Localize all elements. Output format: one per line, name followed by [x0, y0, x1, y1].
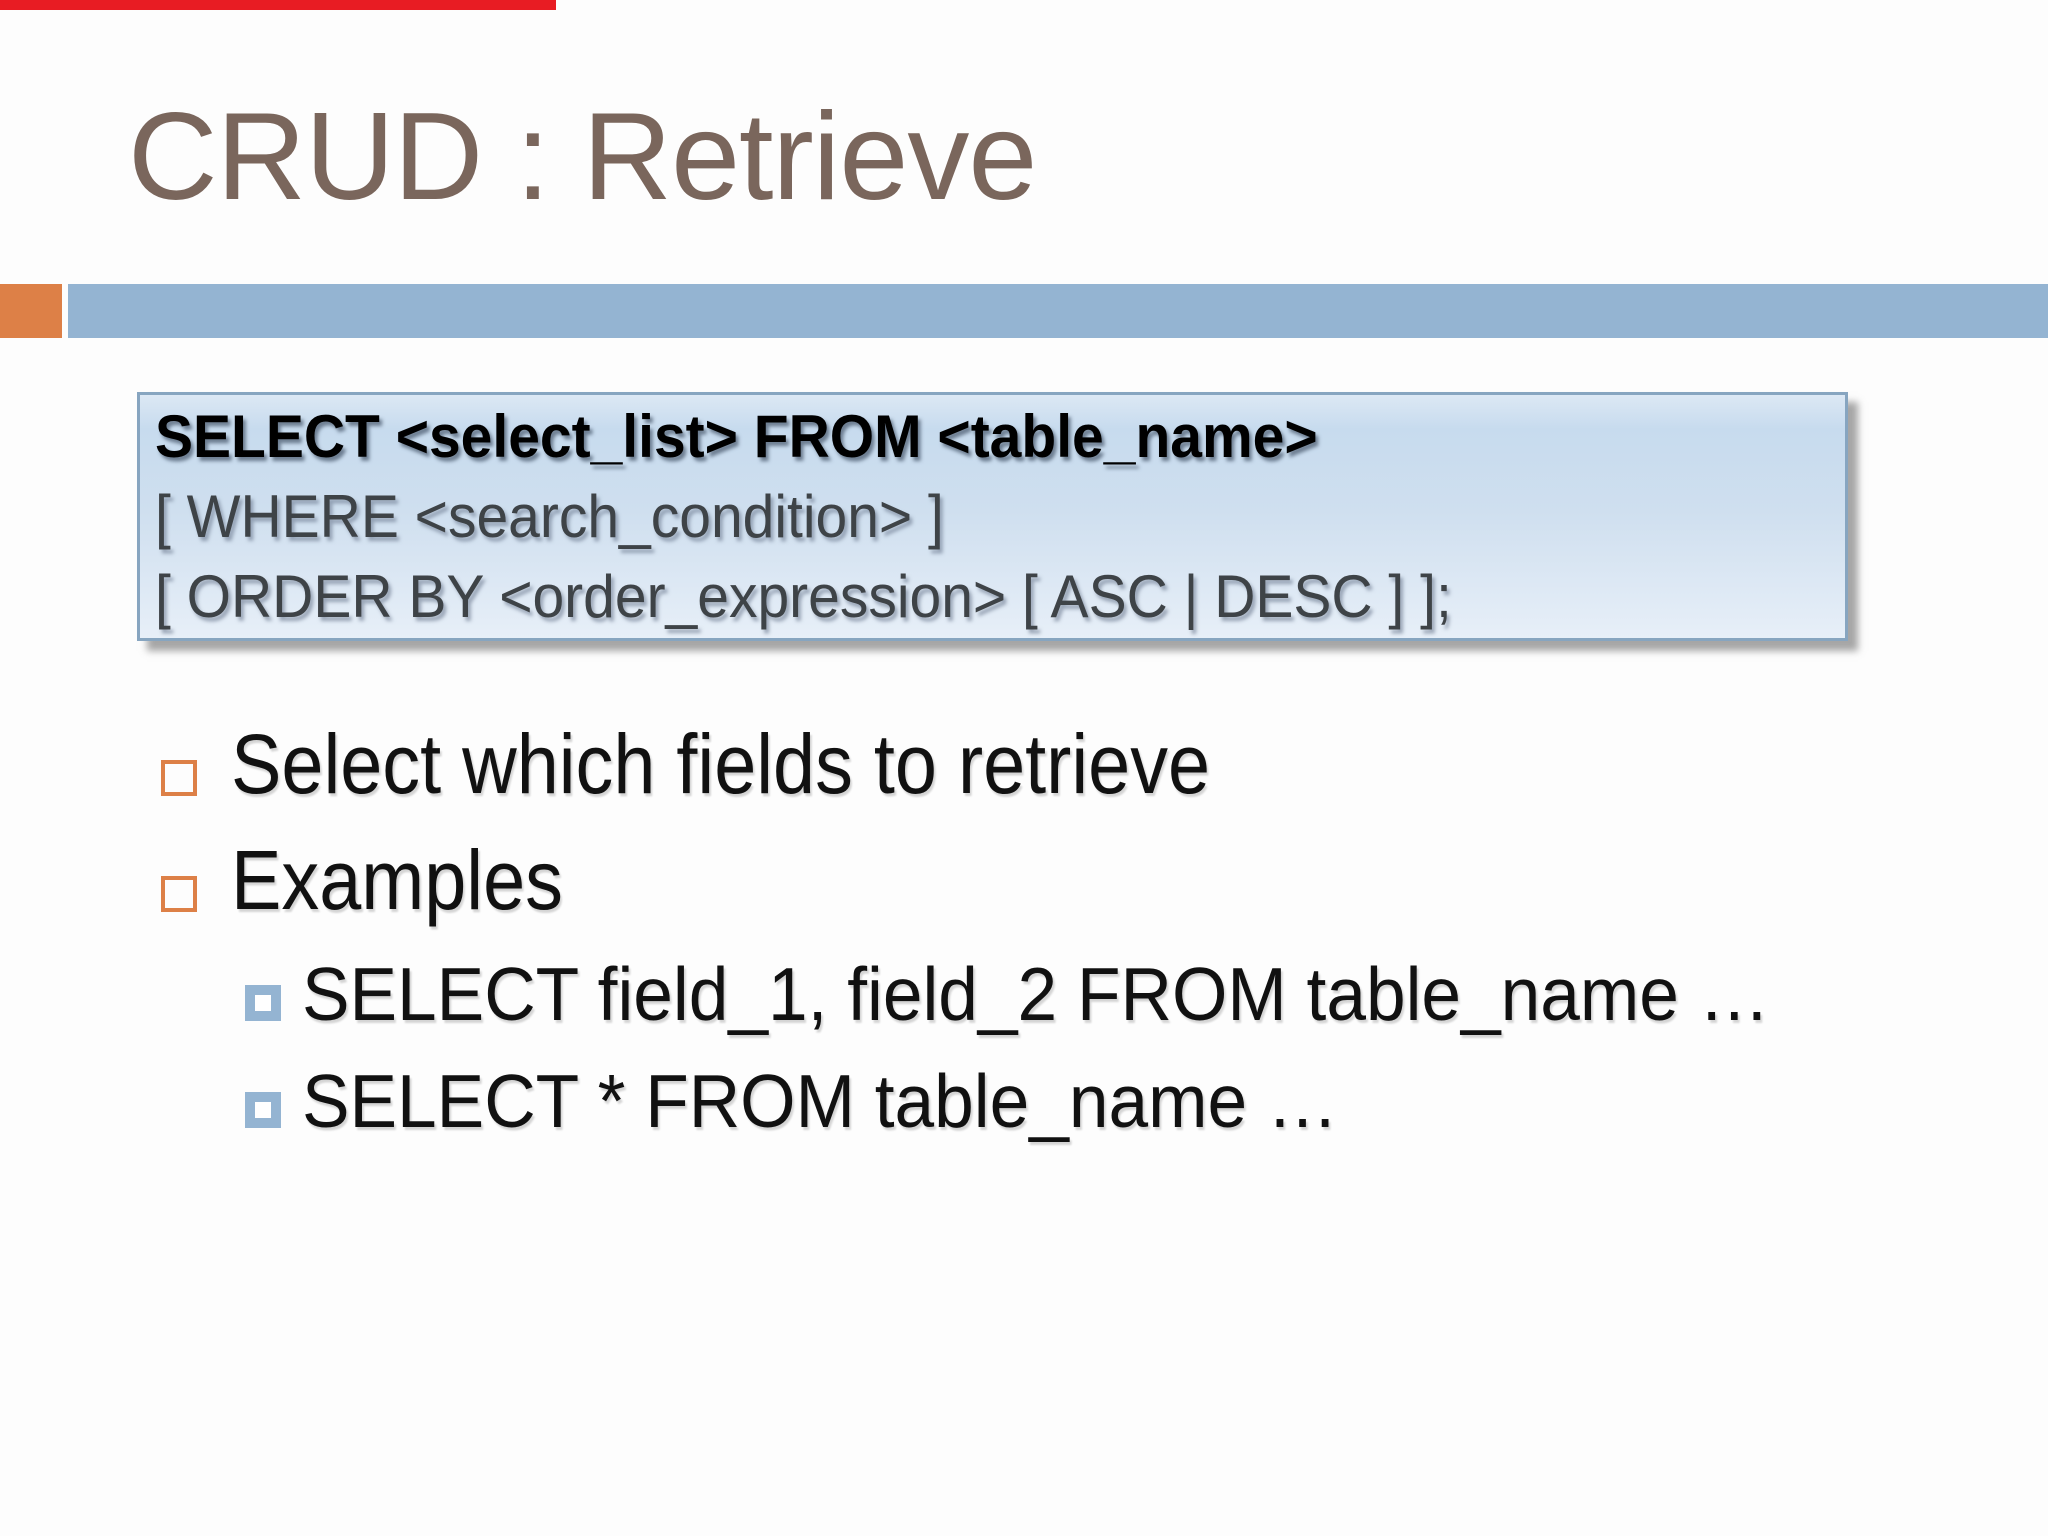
blue-filled-square-icon — [245, 1092, 281, 1128]
bullet-text: Select which fields to retrieve — [231, 717, 1211, 811]
syntax-line-orderby: [ ORDER BY <order_expression> [ ASC | DE… — [155, 563, 1452, 630]
blue-accent-bar — [68, 284, 2048, 338]
orange-outline-square-icon — [161, 760, 197, 796]
blue-filled-square-icon — [245, 985, 281, 1021]
sub-bullet-text: SELECT field_1, field_2 FROM table_name … — [302, 952, 1770, 1036]
sub-bullet-item: SELECT * FROM table_name … — [245, 1064, 1393, 1139]
video-progress-strip — [0, 0, 556, 10]
sql-syntax-box: SELECT <select_list> FROM <table_name> [… — [137, 392, 1848, 641]
bullet-item: Examples — [161, 838, 600, 922]
orange-outline-square-icon — [161, 876, 197, 912]
orange-accent-bar — [0, 284, 62, 338]
syntax-line-select: SELECT <select_list> FROM <table_name> — [155, 403, 1318, 470]
sub-bullet-item: SELECT field_1, field_2 FROM table_name … — [245, 957, 1847, 1032]
bullet-item: Select which fields to retrieve — [161, 722, 1319, 806]
slide-title: CRUD : Retrieve — [128, 88, 1037, 226]
sub-bullet-text: SELECT * FROM table_name … — [302, 1059, 1339, 1143]
bullet-text: Examples — [231, 833, 563, 927]
syntax-line-where: [ WHERE <search_condition> ] — [155, 483, 944, 550]
